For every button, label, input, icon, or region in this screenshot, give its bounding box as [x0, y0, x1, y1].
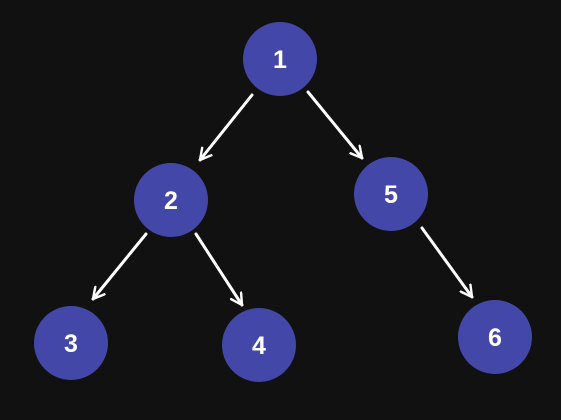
edge-1-to-2 — [198, 93, 254, 162]
tree-node-1: 1 — [243, 22, 317, 96]
edge-2-to-4 — [194, 232, 244, 307]
tree-node-2: 2 — [134, 163, 208, 237]
node-label: 4 — [252, 332, 266, 360]
node-circle — [134, 163, 208, 237]
edge-2-to-3 — [91, 232, 148, 301]
node-circle — [34, 306, 108, 380]
nodes-layer: 1 2 5 3 4 6 — [34, 22, 532, 382]
node-label: 2 — [164, 187, 178, 215]
tree-node-6: 6 — [458, 300, 532, 374]
node-label: 3 — [64, 330, 78, 358]
node-label: 5 — [384, 181, 398, 209]
edge-1-to-5 — [306, 90, 364, 160]
node-circle — [222, 308, 296, 382]
tree-node-3: 3 — [34, 306, 108, 380]
node-label: 6 — [488, 324, 502, 352]
node-circle — [458, 300, 532, 374]
node-label: 1 — [273, 46, 287, 74]
edge-5-to-6 — [420, 226, 474, 299]
tree-node-4: 4 — [222, 308, 296, 382]
node-circle — [354, 157, 428, 231]
edges-layer — [91, 90, 474, 307]
tree-node-5: 5 — [354, 157, 428, 231]
node-circle — [243, 22, 317, 96]
